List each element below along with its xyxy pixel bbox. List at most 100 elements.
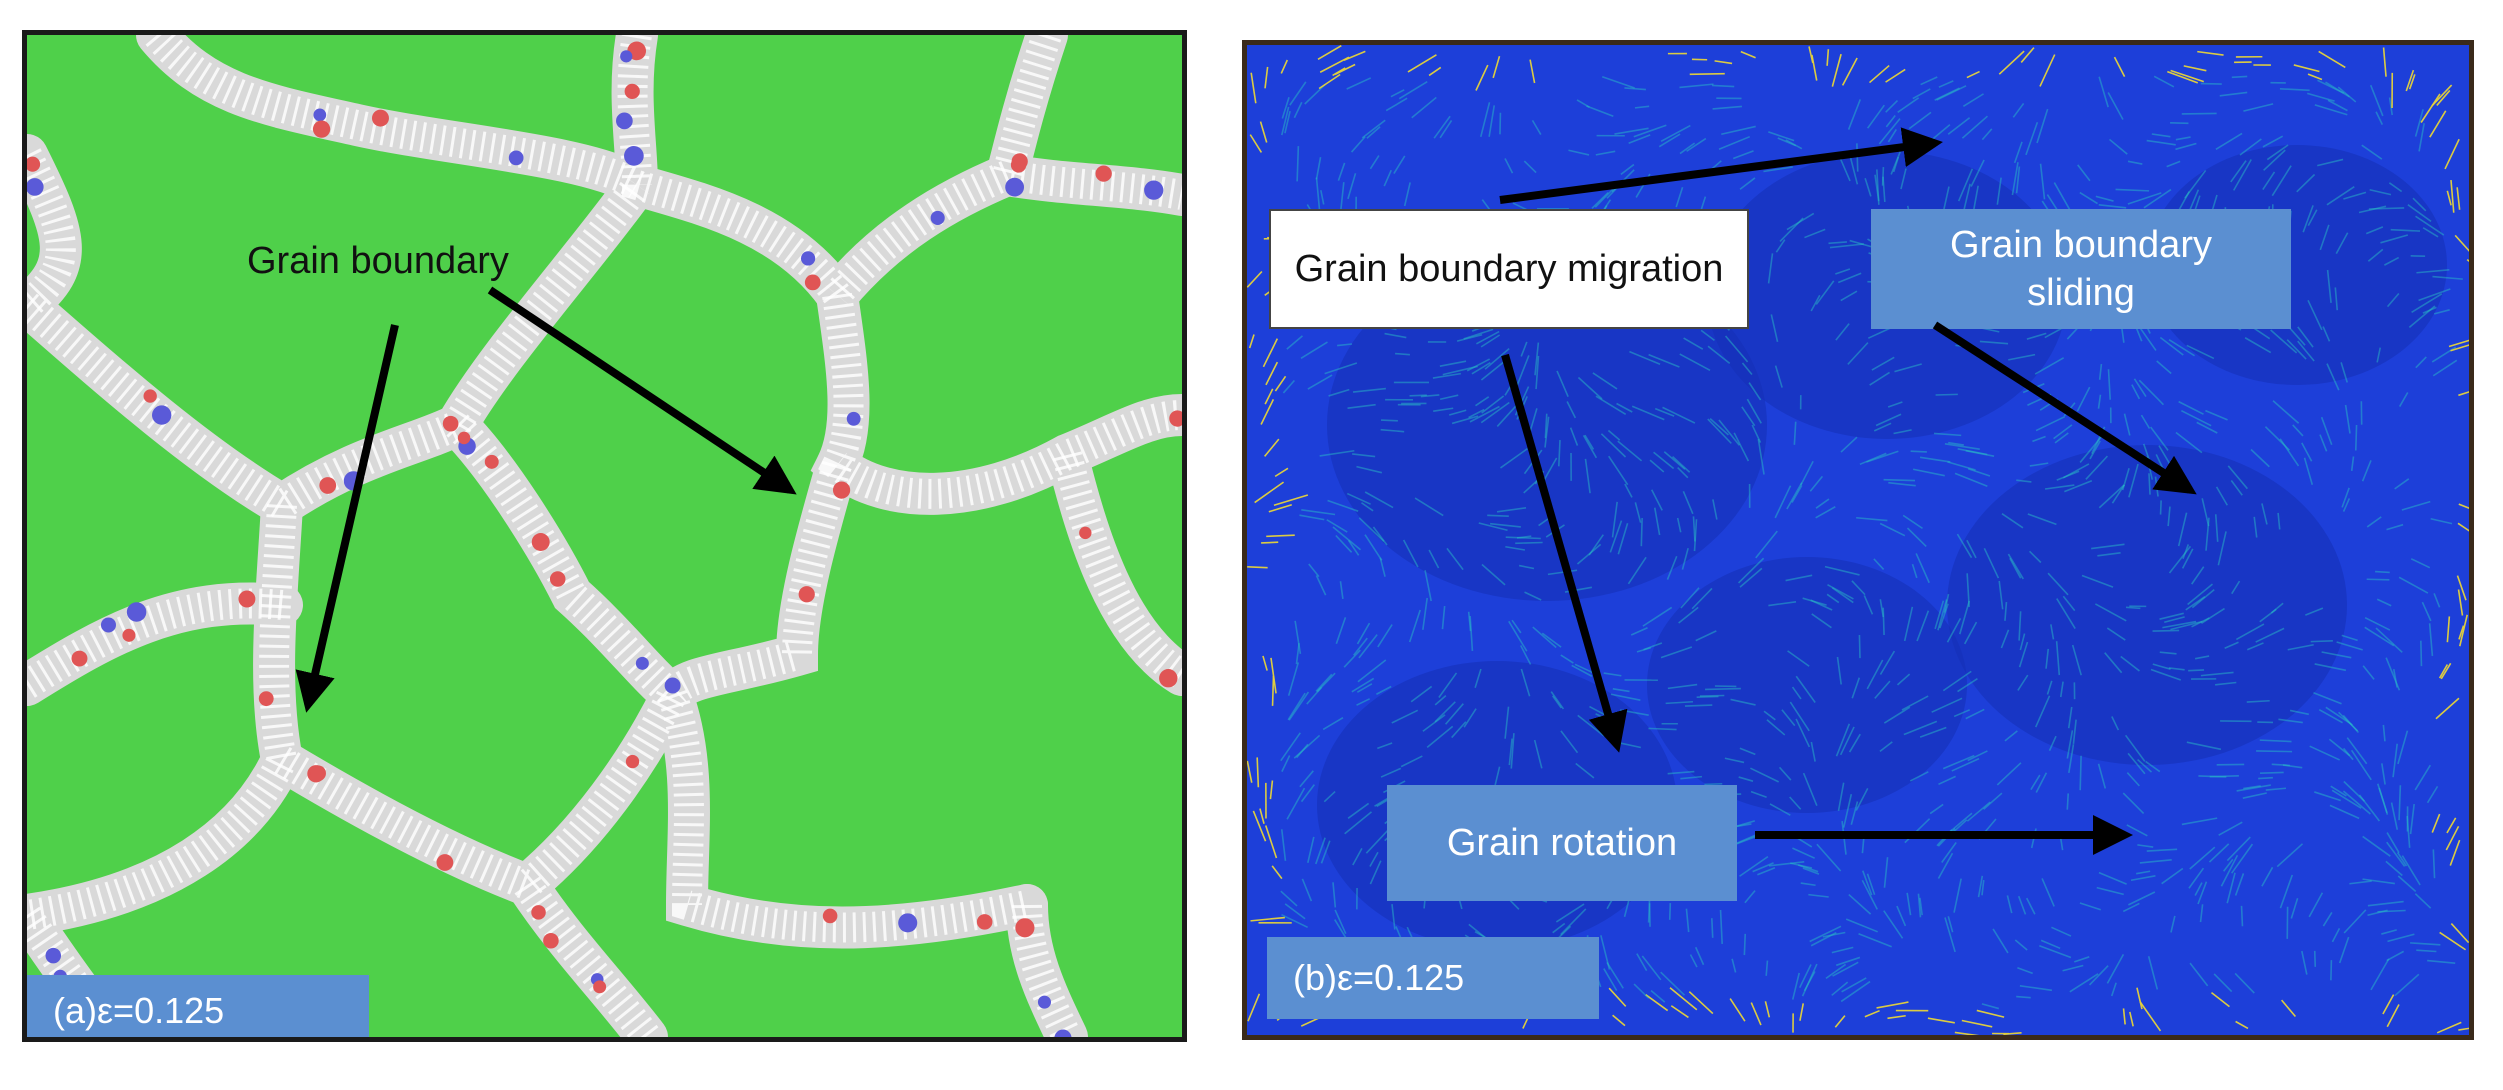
displacement-vector	[1351, 677, 1375, 693]
displacement-vector	[2366, 516, 2382, 528]
displacement-vector	[1451, 415, 1479, 425]
displacement-vector	[1835, 323, 1850, 341]
displacement-vector	[1492, 55, 1501, 79]
displacement-vector	[1346, 492, 1371, 505]
displacement-vector	[1265, 361, 1279, 386]
displacement-vector	[1938, 775, 1956, 786]
displacement-vector	[1811, 613, 1832, 629]
displacement-vector	[2072, 719, 2077, 744]
displacement-vector	[2177, 512, 2188, 547]
displacement-vector	[1369, 155, 1380, 170]
displacement-vector	[2386, 292, 2400, 308]
displacement-vector	[2111, 716, 2120, 731]
displacement-vector	[2364, 616, 2391, 631]
displacement-vector	[2349, 880, 2372, 885]
displacement-vector	[2189, 962, 2209, 987]
displacement-vector	[2446, 616, 2451, 643]
displacement-vector	[1595, 150, 1616, 156]
displacement-vector	[2196, 421, 2218, 434]
displacement-vector	[1271, 865, 1283, 880]
displacement-vector	[1274, 467, 1289, 478]
displacement-vector	[1383, 169, 1392, 187]
displacement-vector	[1654, 407, 1675, 417]
displacement-vector	[2446, 817, 2457, 834]
displacement-vector	[2448, 339, 2469, 348]
displacement-vector	[1289, 81, 1307, 106]
displacement-vector	[1685, 908, 1690, 933]
displacement-vector	[1346, 77, 1372, 90]
displacement-vector	[1357, 659, 1387, 683]
displacement-vector	[1856, 516, 1888, 522]
displacement-vector	[1927, 1017, 1955, 1024]
displacement-vector	[1270, 657, 1277, 694]
displacement-vector	[1919, 726, 1947, 738]
displacement-vector	[1420, 394, 1440, 398]
displacement-vector	[1866, 659, 1884, 690]
displacement-vector	[1938, 80, 1954, 88]
displacement-vector	[1247, 760, 1253, 783]
displacement-vector	[2320, 416, 2333, 446]
displacement-vector	[2259, 739, 2292, 743]
displacement-vector	[2398, 576, 2429, 594]
displacement-vector	[2018, 641, 2029, 668]
displacement-vector	[2159, 500, 2162, 515]
displacement-vector	[1628, 134, 1651, 145]
displacement-vector	[1714, 60, 1733, 65]
displacement-vector	[2418, 288, 2451, 302]
displacement-vector	[2188, 669, 2205, 672]
displacement-vector	[2218, 821, 2243, 836]
displacement-vector	[1648, 727, 1677, 731]
displacement-vector	[1729, 998, 1746, 1022]
displacement-vector	[2201, 498, 2210, 527]
displacement-vector	[1681, 547, 1689, 570]
displacement-vector	[1836, 656, 1842, 685]
displacement-vector	[1966, 573, 1970, 608]
displacement-vector	[2098, 204, 2127, 209]
displacement-vector	[2152, 629, 2180, 632]
displacement-vector	[2106, 954, 2125, 984]
displacement-vector	[2036, 108, 2049, 144]
defect-atom	[258, 691, 274, 707]
displacement-vector	[2259, 608, 2277, 623]
displacement-vector	[1409, 394, 1427, 397]
displacement-vector	[1523, 160, 1537, 174]
defect-atom	[1054, 1029, 1072, 1037]
displacement-vector	[2410, 558, 2431, 569]
displacement-vector	[1531, 119, 1542, 135]
displacement-vector	[1795, 718, 1811, 748]
displacement-vector	[2458, 625, 2465, 640]
displacement-vector	[1295, 743, 1309, 759]
displacement-vector	[1790, 833, 1813, 848]
displacement-vector	[2164, 616, 2185, 624]
displacement-vector	[1280, 829, 1287, 861]
displacement-vector	[1837, 272, 1862, 284]
displacement-vector	[1484, 348, 1510, 370]
displacement-vector	[1741, 406, 1756, 427]
displacement-vector	[2296, 173, 2316, 193]
displacement-vector	[2194, 655, 2210, 660]
grain-boundary-migration-text: Grain boundary migration	[1294, 248, 1724, 290]
displacement-vector	[1280, 732, 1301, 762]
displacement-vector	[2170, 620, 2203, 631]
displacement-vector	[2095, 603, 2127, 622]
displacement-vector	[1906, 527, 1927, 548]
displacement-vector	[1281, 97, 1290, 119]
defect-atom	[1015, 918, 1035, 938]
displacement-vector	[2074, 956, 2090, 963]
boundary-atoms	[1052, 451, 1182, 688]
displacement-vector	[2230, 480, 2243, 496]
displacement-vector	[2384, 256, 2400, 266]
displacement-vector	[2243, 785, 2261, 790]
displacement-vector	[2124, 734, 2146, 762]
displacement-vector	[1873, 422, 1892, 432]
defect-atom	[549, 571, 566, 587]
displacement-vector	[2289, 709, 2309, 716]
displacement-vector	[2338, 936, 2350, 964]
displacement-vector	[2388, 97, 2394, 116]
displacement-vector	[2097, 763, 2107, 789]
defect-atom	[798, 586, 815, 603]
displacement-vector	[2205, 517, 2210, 551]
displacement-vector	[1835, 268, 1851, 275]
displacement-vector	[2341, 634, 2358, 642]
displacement-vector	[1293, 101, 1303, 119]
